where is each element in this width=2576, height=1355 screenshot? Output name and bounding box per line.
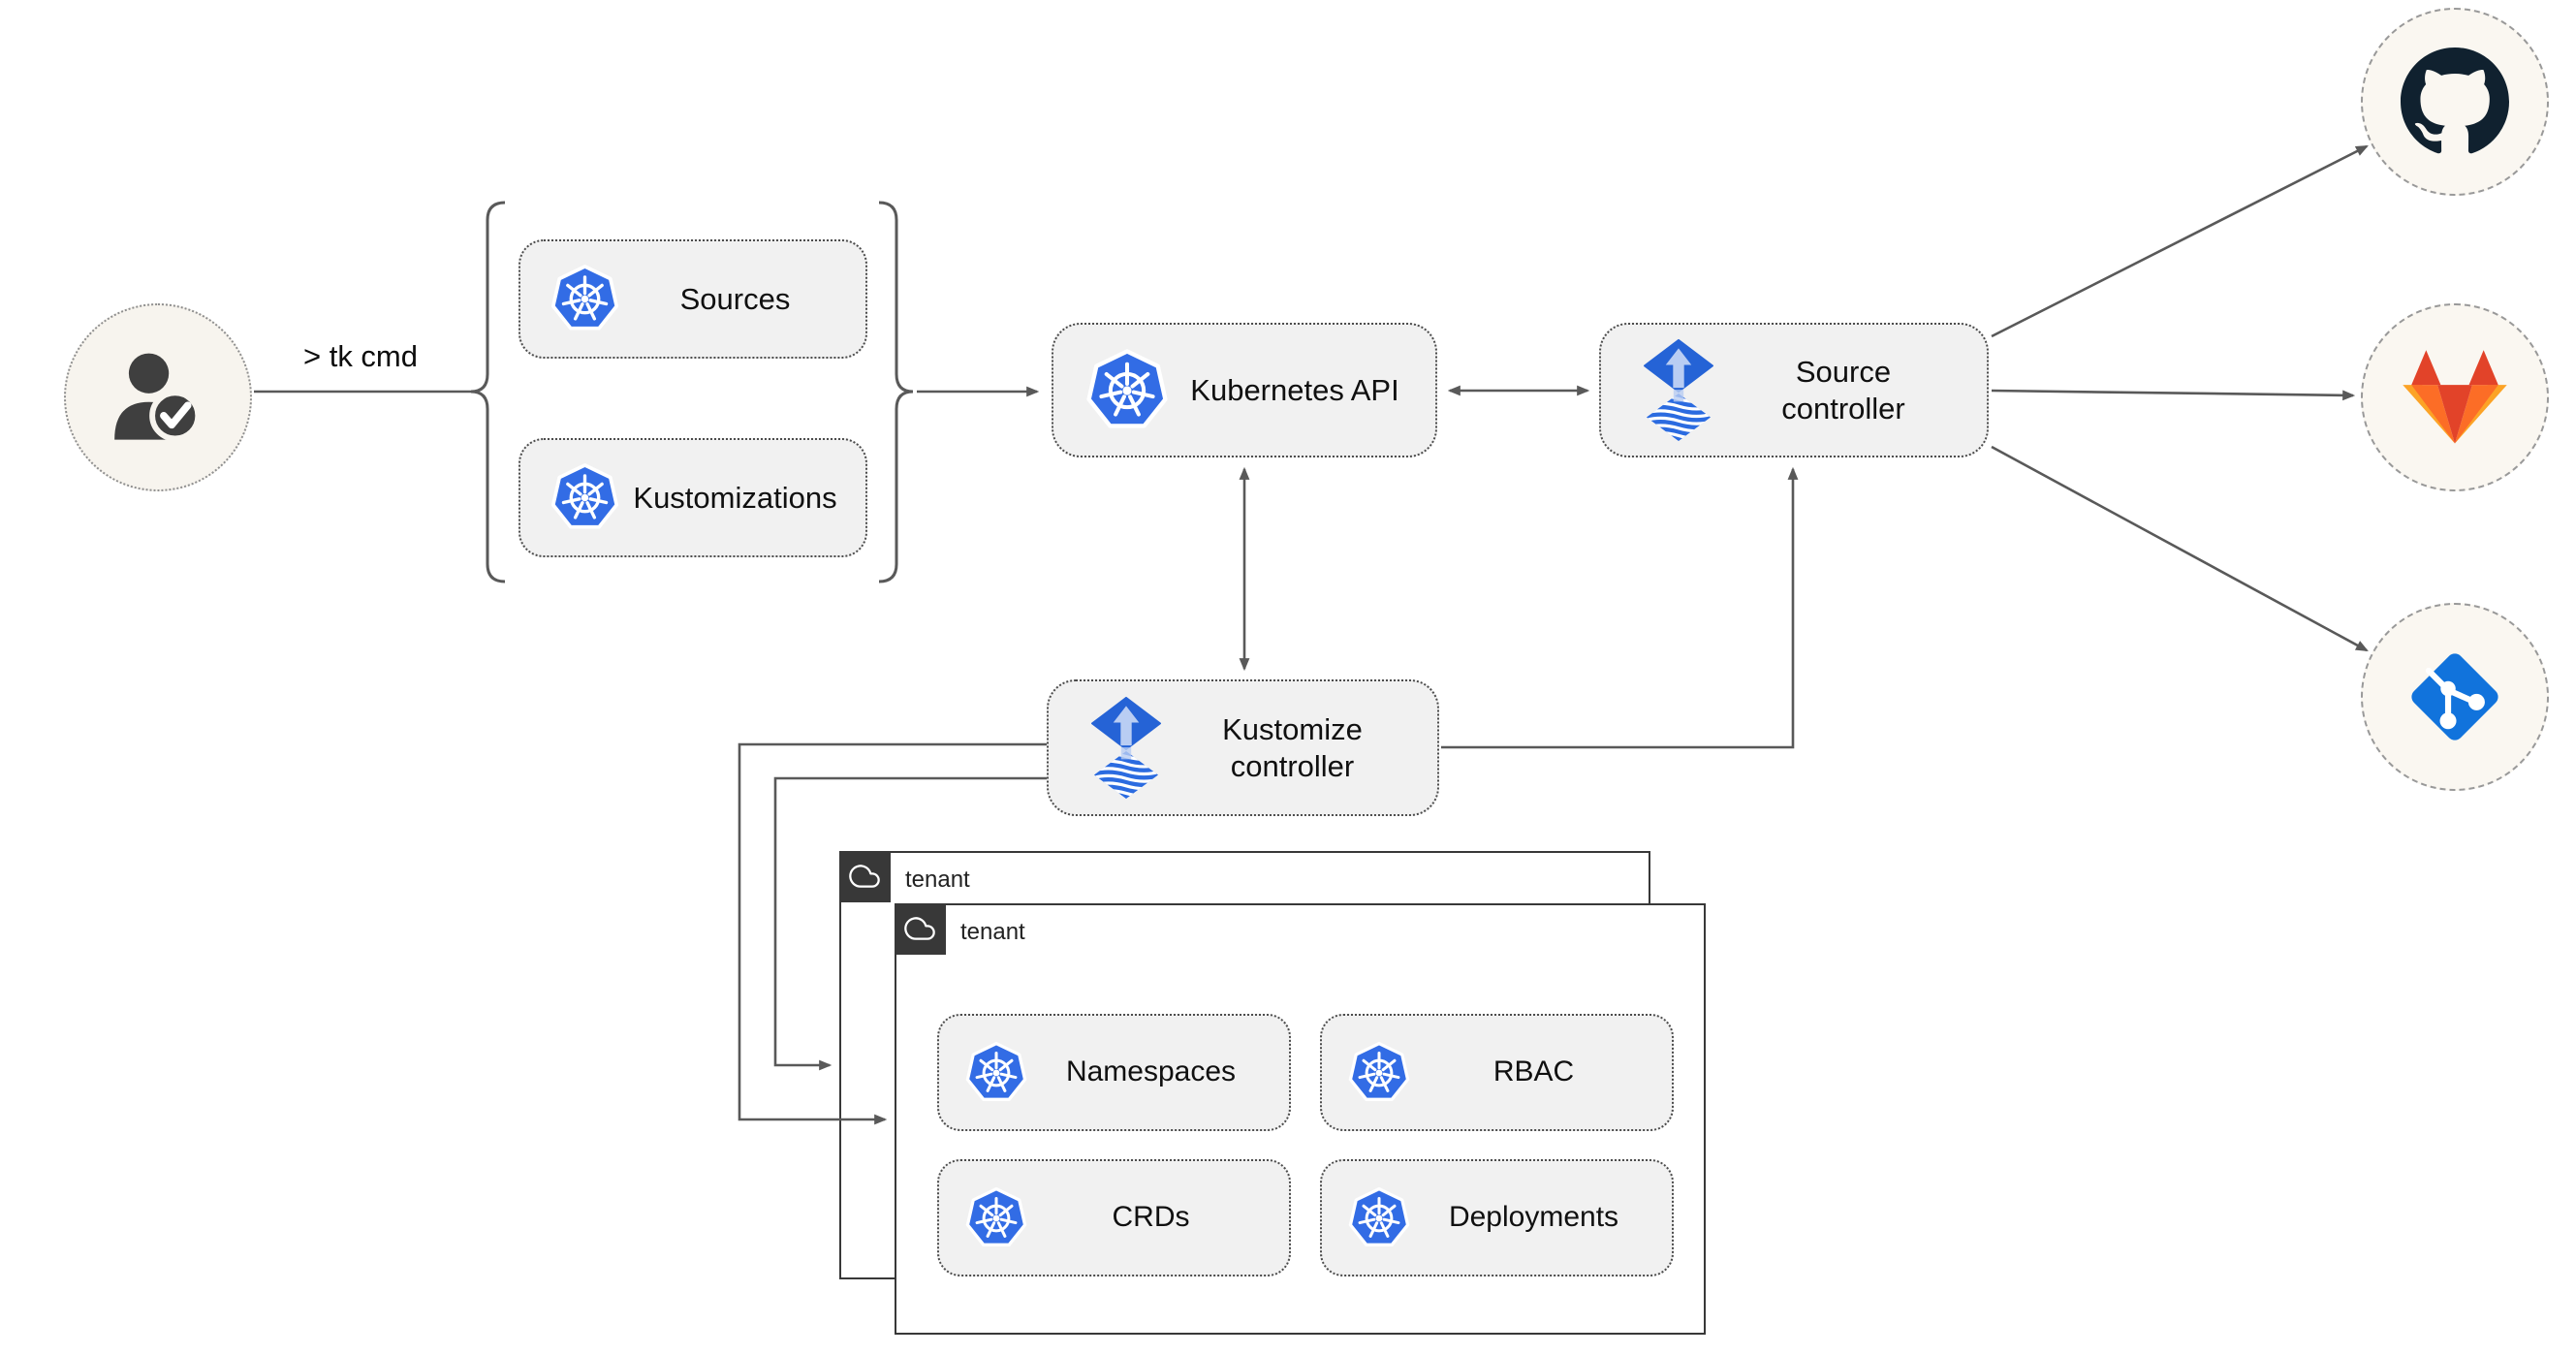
kubernetes-api-label: Kubernetes API (1190, 372, 1399, 407)
kustomize-controller-line2: controller (1230, 748, 1355, 783)
git-remote-circle (2361, 603, 2549, 791)
cloud-icon (849, 861, 880, 892)
rbac-node: RBAC (1320, 1014, 1674, 1131)
source-controller-line2: controller (1781, 391, 1905, 425)
github-remote-circle (2361, 8, 2549, 196)
cloud-icon (904, 913, 935, 944)
tenant-header (894, 902, 946, 955)
user-actor-circle (64, 303, 252, 491)
tenant-header (838, 850, 891, 902)
kustomizations-node: Kustomizations (518, 438, 867, 557)
connector-kustomize-to-source (1441, 466, 1799, 749)
source-controller-node: Source controller (1599, 323, 1989, 457)
namespaces-node: Namespaces (937, 1014, 1291, 1131)
kustomize-controller-node: Kustomize controller (1047, 679, 1439, 816)
kustomizations-label: Kustomizations (633, 480, 837, 515)
gitlab-remote-circle (2361, 303, 2549, 491)
left-brace (470, 201, 506, 583)
right-brace (878, 201, 914, 583)
kubernetes-icon (550, 462, 620, 533)
github-icon (2401, 47, 2509, 156)
kubernetes-icon (1347, 1041, 1411, 1105)
namespaces-label: Namespaces (1065, 1056, 1237, 1088)
rbac-label: RBAC (1492, 1056, 1575, 1088)
cli-command-label: > tk cmd (302, 339, 418, 373)
kubernetes-icon (1084, 348, 1170, 433)
connector-source-to-git (1991, 445, 2369, 652)
crds-node: CRDs (937, 1159, 1291, 1276)
kubernetes-icon (550, 264, 620, 334)
flux-icon (1089, 696, 1163, 801)
kubernetes-icon (964, 1041, 1028, 1105)
user-check-icon (101, 340, 215, 455)
git-icon (2382, 624, 2528, 770)
deployments-label: Deployments (1448, 1201, 1619, 1234)
kustomize-controller-label: Kustomize controller (1163, 711, 1437, 785)
crds-label: CRDs (1112, 1201, 1190, 1234)
source-controller-label: Source controller (1715, 354, 1987, 427)
tenant-label: tenant (960, 919, 1025, 945)
sources-node: Sources (518, 239, 867, 359)
tenant-label: tenant (905, 867, 970, 893)
source-controller-line1: Source (1795, 354, 1892, 389)
deployments-node: Deployments (1320, 1159, 1674, 1276)
sources-label: Sources (679, 281, 791, 316)
kubernetes-api-node: Kubernetes API (1052, 323, 1437, 457)
connector-source-to-github (1991, 144, 2369, 338)
kubernetes-icon (964, 1186, 1028, 1250)
flux-icon (1642, 338, 1715, 443)
tenant-box-front: tenant Namespaces RBAC CRDs Deployments (894, 902, 1706, 1335)
connector-source-to-gitlab (1991, 389, 2356, 401)
kubernetes-icon (1347, 1186, 1411, 1250)
kustomize-controller-line1: Kustomize (1222, 711, 1363, 746)
gitlab-icon (2401, 348, 2509, 448)
